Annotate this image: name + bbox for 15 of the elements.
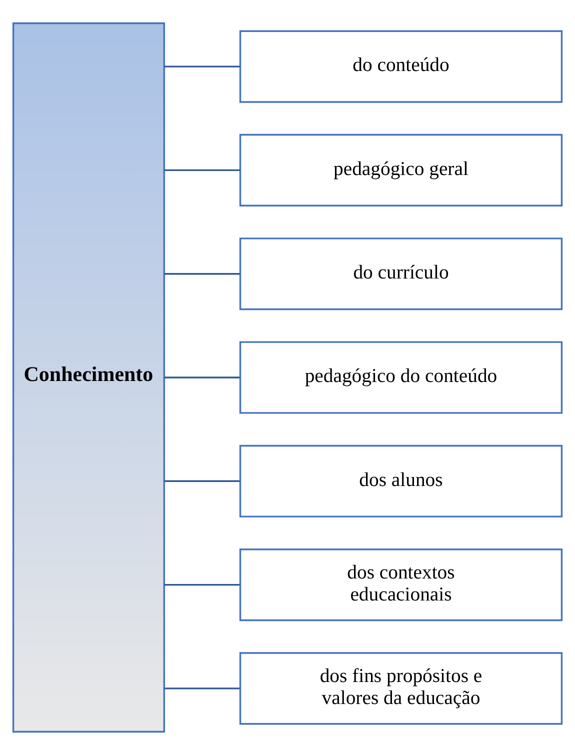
connector xyxy=(164,376,240,378)
connector xyxy=(164,66,240,68)
node-box: dos contextos educacionais xyxy=(239,548,563,622)
node-box: pedagógico do conteúdo xyxy=(239,341,563,414)
node-box: do currículo xyxy=(239,238,563,310)
node-box: Conhecimento xyxy=(12,22,166,733)
connector xyxy=(164,688,240,690)
connector xyxy=(164,480,240,482)
connector xyxy=(164,584,240,586)
node-box: dos fins propósitos e valores da educação xyxy=(239,652,563,725)
connector xyxy=(164,169,240,172)
node-box: dos alunos xyxy=(239,444,563,518)
node-box: do conteúdo xyxy=(239,30,563,103)
connector xyxy=(164,273,240,275)
node-box: pedagógico geral xyxy=(239,134,563,206)
